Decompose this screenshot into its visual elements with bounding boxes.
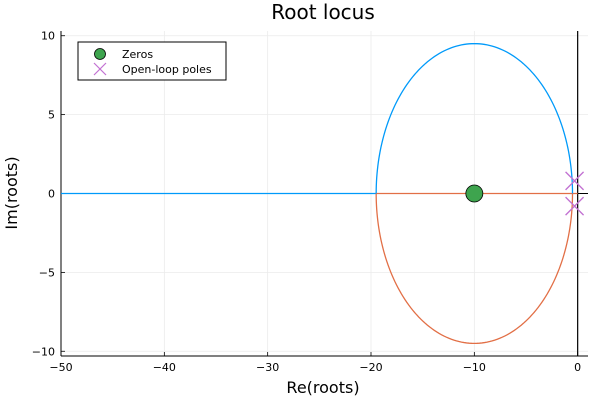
legend-label-open-loop-poles: Open-loop poles: [122, 63, 212, 76]
x-tick-label-5: 0: [574, 361, 581, 374]
legend-zero-marker: [94, 48, 106, 60]
y-tick-label-0: −10: [32, 345, 55, 358]
x-tick-label-2: −30: [256, 361, 279, 374]
legend-box: [77, 41, 227, 81]
y-tick-label-2: 0: [48, 188, 55, 201]
series-layer: [61, 42, 578, 345]
y-axis-label: Im(roots): [2, 156, 21, 229]
x-tick-label-4: −10: [463, 361, 486, 374]
legend-pole-marker: [93, 62, 107, 76]
x-tick-label-0: −50: [49, 361, 72, 374]
chart-title: Root locus: [271, 0, 375, 24]
y-tick-label-4: 10: [41, 30, 55, 43]
locus-lower-branch: [375, 193, 574, 345]
pole-marker-0-stroke-b: [565, 171, 585, 191]
pole-marker-0: [565, 171, 585, 191]
marker-layer: [465, 171, 585, 216]
y-tick-label-1: −5: [39, 266, 55, 279]
pole-marker-1: [565, 196, 585, 216]
y-tick-label-3: 5: [48, 109, 55, 122]
locus-upper-branch: [375, 42, 574, 194]
x-tick-label-3: −20: [359, 361, 382, 374]
zero-marker-0: [465, 184, 484, 203]
x-axis-label: Re(roots): [286, 378, 359, 397]
x-tick-label-1: −40: [153, 361, 176, 374]
legend-label-zeros: Zeros: [122, 48, 153, 61]
legend: Zeros Open-loop poles: [77, 41, 227, 81]
pole-marker-1-stroke-b: [565, 196, 585, 216]
